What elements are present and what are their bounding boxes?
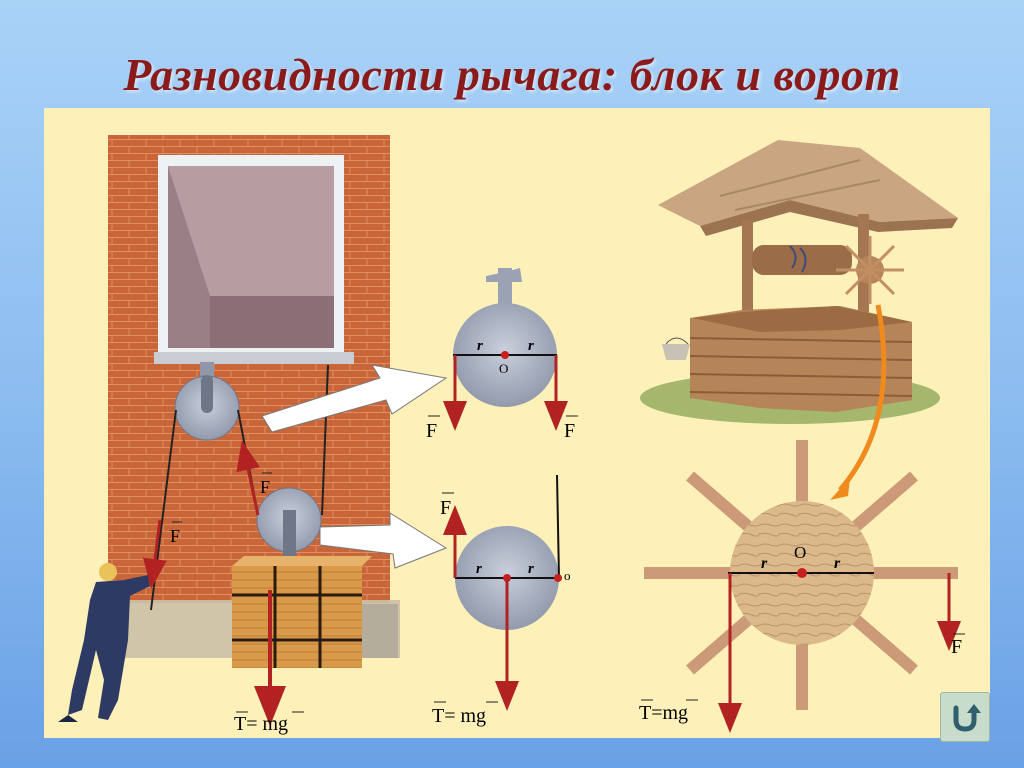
crate [232, 556, 372, 668]
worker-figure [58, 563, 150, 722]
label-F-bottom: F [440, 492, 454, 519]
force-arrow-up [236, 440, 260, 516]
label-F-up: F [260, 472, 272, 497]
svg-text:T= mg: T= mg [432, 705, 486, 727]
label-F-top-right: F [564, 415, 578, 442]
orange-pointer-arrow [838, 304, 887, 492]
rope-right [321, 364, 329, 516]
label-T-mg-right: T=mg [639, 699, 698, 724]
u-turn-arrow-icon [953, 704, 981, 732]
fixed-pulley-diagram [443, 268, 568, 431]
svg-text:F: F [564, 420, 575, 442]
label-r-bottom-right: r [528, 561, 534, 577]
moving-pulley-diagram [443, 474, 562, 711]
svg-text:F: F [426, 420, 437, 442]
label-r-wheel-right: r [834, 555, 841, 572]
label-F-top-left: F [426, 415, 440, 442]
slide-title: Разновидности рычага: блок и ворот [123, 49, 901, 100]
svg-text:F: F [170, 526, 180, 546]
fixed-pulley [174, 362, 240, 441]
return-button[interactable] [940, 692, 990, 742]
svg-text:F: F [260, 477, 270, 497]
force-arrow-pull [143, 519, 167, 589]
label-o-bottom: o [564, 568, 571, 583]
label-T-mg-left: T= mg [234, 711, 304, 735]
label-r-bottom-left: r [476, 561, 482, 577]
label-F-wheel: F [951, 633, 965, 658]
svg-text:T= mg: T= mg [234, 713, 288, 735]
svg-text:T=mg: T=mg [639, 702, 688, 724]
label-O-top: O [499, 361, 508, 376]
moving-pulley [256, 487, 322, 558]
label-T-mg-middle: T= mg [432, 701, 498, 727]
svg-text:F: F [440, 497, 451, 519]
label-F-pull: F [170, 521, 182, 546]
pointer-arrow-bottom [319, 512, 448, 569]
label-O-wheel: O [794, 543, 806, 562]
pointer-arrow-top [261, 364, 448, 433]
well-illustration [640, 140, 958, 424]
label-r-top-left: r [477, 338, 483, 354]
capstan-diagram [644, 440, 961, 733]
label-r-top-right: r [528, 338, 534, 354]
label-r-wheel-left: r [761, 555, 768, 572]
svg-text:F: F [951, 636, 962, 658]
